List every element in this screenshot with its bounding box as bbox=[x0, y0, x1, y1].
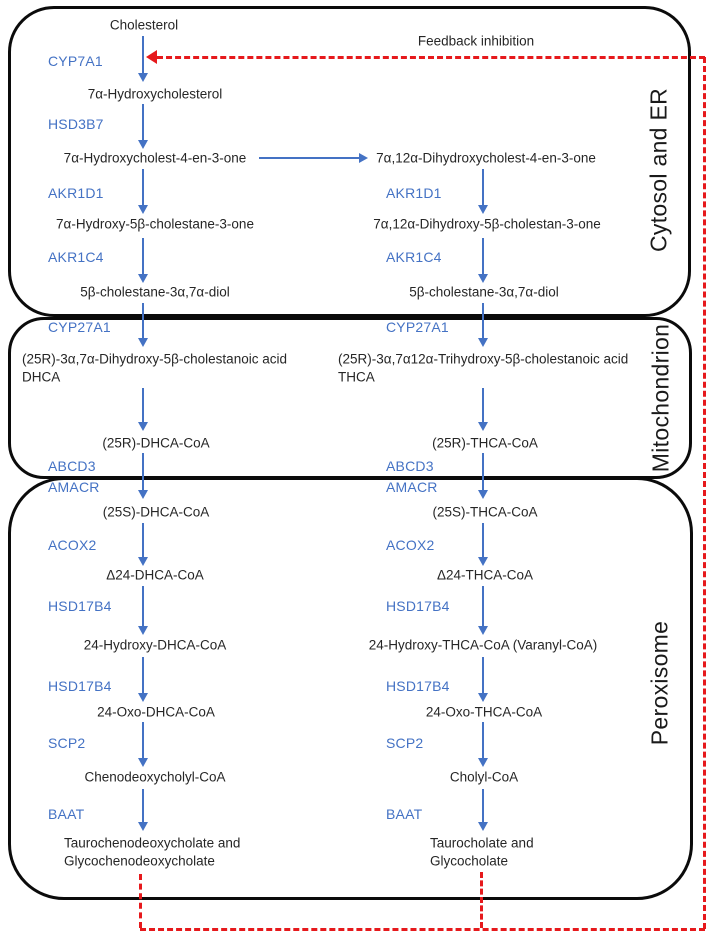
reaction-arrow bbox=[137, 303, 149, 347]
reaction-arrow bbox=[477, 523, 489, 566]
reaction-arrow bbox=[477, 303, 489, 347]
compartment-mitochondrion-box bbox=[8, 317, 692, 479]
enzyme-label-akr1d1-right: AKR1D1 bbox=[386, 185, 442, 201]
metabolite-5b-cholestane-diol-left: 5β-cholestane-3α,7α-diol bbox=[80, 284, 230, 300]
enzyme-label-abcd3-right: ABCD3 bbox=[386, 458, 434, 474]
enzyme-label-amacr-left: AMACR bbox=[48, 479, 100, 495]
metabolite-7a12a-dihydroxycholest-4-en-3-one: 7α,12α-Dihydroxycholest-4-en-3-one bbox=[376, 150, 596, 166]
reaction-arrow bbox=[137, 789, 149, 831]
metabolite-25s-thca-coa: (25S)-THCA-CoA bbox=[432, 504, 538, 520]
feedback-inhibition-label: Feedback inhibition bbox=[417, 33, 535, 49]
enzyme-label-scp2-right: SCP2 bbox=[386, 735, 424, 751]
reaction-arrow bbox=[137, 453, 149, 499]
metabolite-7a12a-dihydroxy-5b-cholestan-3-one: 7α,12α-Dihydroxy-5β-cholestan-3-one bbox=[373, 216, 601, 232]
metabolite-24-hydroxy-thca-coa: 24-Hydroxy-THCA-CoA (Varanyl-CoA) bbox=[368, 637, 598, 653]
metabolite-7a-hydroxycholest-4-en-3-one: 7α-Hydroxycholest-4-en-3-one bbox=[63, 150, 247, 166]
enzyme-label-amacr-right: AMACR bbox=[386, 479, 438, 495]
metabolite-25r-dhca-coa: (25R)-DHCA-CoA bbox=[102, 435, 210, 451]
metabolite-25r-thca-coa: (25R)-THCA-CoA bbox=[432, 435, 538, 451]
compartment-label-mitochondrion: Mitochondrion bbox=[647, 323, 674, 473]
metabolite-25s-dhca-coa: (25S)-DHCA-CoA bbox=[102, 504, 210, 520]
metabolite-24-oxo-dhca-coa: 24-Oxo-DHCA-CoA bbox=[97, 704, 215, 720]
metabolite-dhca-abbrev: DHCA bbox=[22, 369, 61, 385]
product-taurochenodeoxycholate: Taurochenodeoxycholate and bbox=[64, 835, 241, 851]
reaction-arrow-branch bbox=[259, 152, 368, 164]
reaction-arrow bbox=[477, 238, 489, 283]
feedback-path-top-segment bbox=[157, 55, 705, 59]
product-taurocholate: Taurocholate and bbox=[430, 835, 534, 851]
feedback-arrowhead-icon bbox=[146, 50, 157, 64]
enzyme-label-abcd3-left: ABCD3 bbox=[48, 458, 96, 474]
feedback-path-left-product-stub bbox=[139, 874, 142, 928]
reaction-arrow bbox=[137, 722, 149, 767]
feedback-path-right-segment bbox=[703, 57, 706, 929]
enzyme-label-acox2-left: ACOX2 bbox=[48, 537, 97, 553]
reaction-arrow bbox=[137, 523, 149, 566]
enzyme-label-acox2-right: ACOX2 bbox=[386, 537, 435, 553]
enzyme-label-baat-left: BAAT bbox=[48, 806, 85, 822]
metabolite-chenodeoxycholyl-coa: Chenodeoxycholyl-CoA bbox=[84, 769, 226, 785]
enzyme-label-baat-right: BAAT bbox=[386, 806, 423, 822]
compartment-label-cytosol-er: Cytosol and ER bbox=[645, 88, 672, 252]
enzyme-label-hsd3b7: HSD3B7 bbox=[48, 116, 104, 132]
reaction-arrow bbox=[477, 789, 489, 831]
metabolite-dhca-acid: (25R)-3α,7α-Dihydroxy-5β-cholestanoic ac… bbox=[22, 351, 287, 367]
feedback-path-right-product-stub bbox=[480, 872, 483, 928]
reaction-arrow bbox=[137, 238, 149, 283]
reaction-arrow bbox=[477, 657, 489, 702]
feedback-path-bottom-segment bbox=[140, 927, 705, 931]
reaction-arrow bbox=[137, 388, 149, 431]
metabolite-d24-thca-coa: Δ24-THCA-CoA bbox=[436, 567, 534, 583]
enzyme-label-akr1c4-left: AKR1C4 bbox=[48, 249, 104, 265]
compartment-peroxisome-box bbox=[8, 477, 693, 900]
reaction-arrow bbox=[477, 722, 489, 767]
reaction-arrow bbox=[477, 169, 489, 214]
reaction-arrow bbox=[477, 388, 489, 431]
reaction-arrow bbox=[137, 657, 149, 702]
metabolite-cholesterol: Cholesterol bbox=[109, 17, 179, 33]
compartment-label-peroxisome: Peroxisome bbox=[646, 620, 673, 746]
enzyme-label-cyp27a1-left: CYP27A1 bbox=[48, 319, 111, 335]
reaction-arrow bbox=[137, 169, 149, 214]
enzyme-label-hsd17b4-right-1: HSD17B4 bbox=[386, 598, 450, 614]
metabolite-24-oxo-thca-coa: 24-Oxo-THCA-CoA bbox=[425, 704, 543, 720]
enzyme-label-cyp7a1: CYP7A1 bbox=[48, 53, 103, 69]
reaction-arrow bbox=[477, 586, 489, 635]
compartment-cytosol-er-box bbox=[8, 6, 691, 317]
metabolite-thca-abbrev: THCA bbox=[338, 369, 375, 385]
reaction-arrow bbox=[137, 36, 149, 82]
metabolite-7a-hydroxy-5b-cholestane-3-one: 7α-Hydroxy-5β-cholestane-3-one bbox=[56, 216, 254, 232]
enzyme-label-hsd17b4-right-2: HSD17B4 bbox=[386, 678, 450, 694]
metabolite-d24-dhca-coa: Δ24-DHCA-CoA bbox=[106, 567, 204, 583]
enzyme-label-akr1d1-left: AKR1D1 bbox=[48, 185, 104, 201]
product-glycocholate: Glycocholate bbox=[430, 853, 509, 869]
metabolite-7a-hydroxycholesterol: 7α-Hydroxycholesterol bbox=[87, 86, 223, 102]
reaction-arrow bbox=[137, 586, 149, 635]
reaction-arrow bbox=[137, 104, 149, 149]
enzyme-label-scp2-left: SCP2 bbox=[48, 735, 86, 751]
metabolite-5b-cholestane-diol-right: 5β-cholestane-3α,7α-diol bbox=[409, 284, 559, 300]
metabolite-cholyl-coa: Cholyl-CoA bbox=[449, 769, 519, 785]
enzyme-label-hsd17b4-left-1: HSD17B4 bbox=[48, 598, 112, 614]
enzyme-label-cyp27a1-right: CYP27A1 bbox=[386, 319, 449, 335]
enzyme-label-akr1c4-right: AKR1C4 bbox=[386, 249, 442, 265]
reaction-arrow bbox=[477, 453, 489, 499]
metabolite-24-hydroxy-dhca-coa: 24-Hydroxy-DHCA-CoA bbox=[83, 637, 227, 653]
enzyme-label-hsd17b4-left-2: HSD17B4 bbox=[48, 678, 112, 694]
product-glycochenodeoxycholate: Glycochenodeoxycholate bbox=[64, 853, 215, 869]
metabolite-thca-acid: (25R)-3α,7α12α-Trihydroxy-5β-cholestanoi… bbox=[338, 351, 629, 367]
